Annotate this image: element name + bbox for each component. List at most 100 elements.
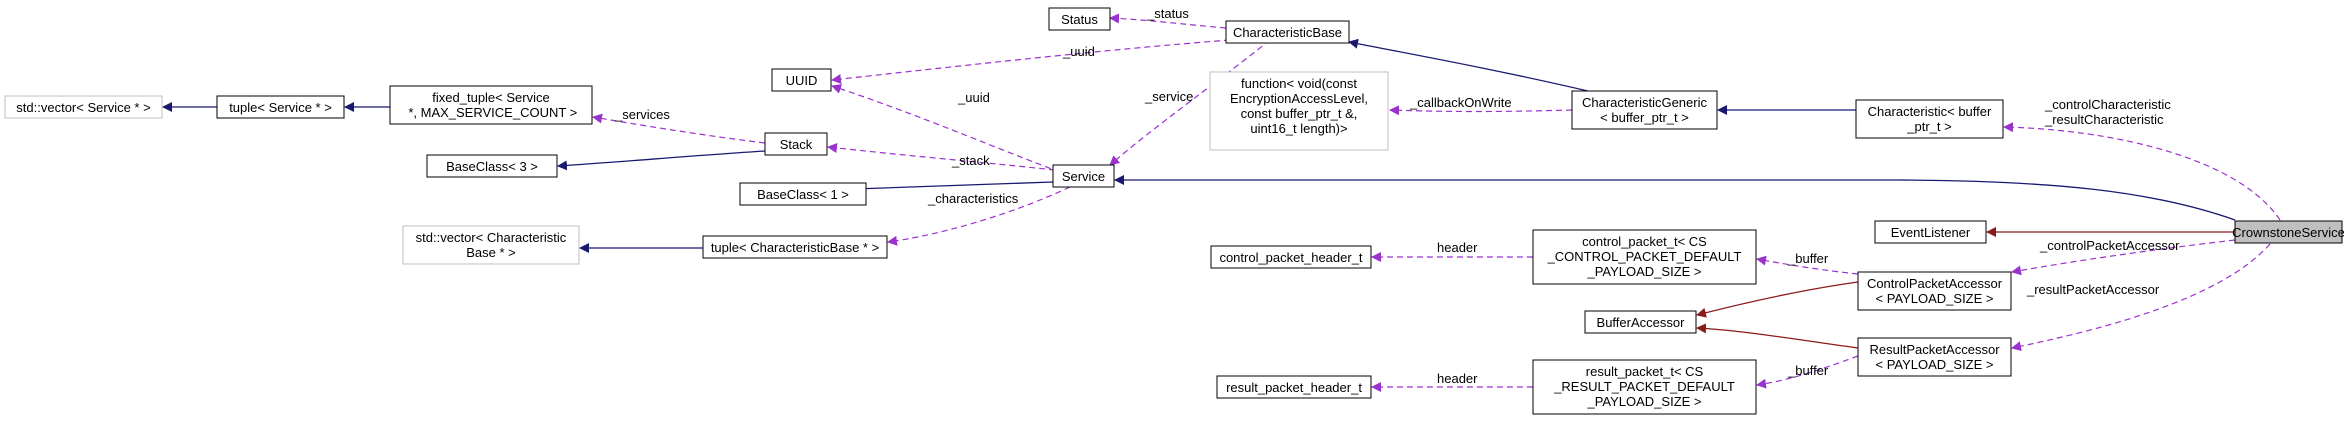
node-result-packet[interactable]: result_packet_t< CS_RESULT_PACKET_DEFAUL… (1532, 359, 1757, 415)
label-line: _CONTROL_PACKET_DEFAULT (1547, 249, 1742, 264)
label-line: _ptr_t > (1906, 119, 1951, 134)
label-line: EventListener (1891, 225, 1971, 240)
svg-text:control_packet_t< CS_CONTROL_P: control_packet_t< CS_CONTROL_PACKET_DEFA… (1547, 234, 1742, 279)
edge-label-stack: _stack (951, 153, 990, 168)
edge-label-uuid-base: _uuid (1062, 44, 1095, 59)
node-tuple-service[interactable]: tuple< Service * > (216, 95, 345, 119)
svg-text:Characteristic< buffer_ptr_t >: Characteristic< buffer_ptr_t > (1868, 104, 1992, 134)
node-result-packet-accessor[interactable]: ResultPacketAccessor< PAYLOAD_SIZE > (1857, 337, 2012, 377)
edge-label-services: _services (614, 107, 670, 122)
edges-inheritance (162, 38, 2236, 253)
svg-text:ControlPacketAccessor< PAYLOAD: ControlPacketAccessor< PAYLOAD_SIZE > (1867, 276, 2003, 306)
label-line: result_packet_t< CS (1586, 364, 1704, 379)
edge-label-result-accessor: _resultPacketAccessor (2026, 282, 2160, 297)
label-line: Stack (780, 137, 813, 152)
node-event-listener[interactable]: EventListener (1874, 220, 1987, 244)
edge-base-to-uuid (831, 39, 1231, 84)
label-line: _uuid (1062, 44, 1095, 59)
label-line: Base * > (466, 245, 516, 260)
label-line: BaseClass< 1 > (757, 187, 849, 202)
svg-text:UUID: UUID (786, 73, 818, 88)
svg-text:CharacteristicBase: CharacteristicBase (1233, 25, 1342, 40)
node-uuid[interactable]: UUID (771, 68, 832, 92)
label-line: ControlPacketAccessor (1867, 276, 2003, 291)
label-line: _services (614, 107, 670, 122)
svg-text:control_packet_header_t: control_packet_header_t (1219, 250, 1362, 265)
label-line: header (1437, 240, 1478, 255)
label-line: _stack (951, 153, 990, 168)
edge-label-result-header: header (1437, 371, 1478, 386)
edge-stack-to-fixed-tuple (592, 113, 766, 144)
node-service[interactable]: Service (1052, 164, 1115, 188)
label-line: uint16_t length)> (1250, 121, 1347, 136)
node-baseclass3[interactable]: BaseClass< 3 > (426, 154, 558, 178)
edge-crownstone-to-control-accessor (2011, 239, 2236, 276)
label-line: < PAYLOAD_SIZE > (1875, 291, 1993, 306)
label-line: BufferAccessor (1597, 315, 1686, 330)
label-line: BaseClass< 3 > (446, 159, 538, 174)
node-control-packet[interactable]: control_packet_t< CS_CONTROL_PACKET_DEFA… (1532, 229, 1757, 285)
svg-text:Status: Status (1061, 12, 1098, 27)
edges-public-inheritance (1696, 227, 2235, 349)
label-line: _resultPacketAccessor (2026, 282, 2160, 297)
node-control-packet-accessor[interactable]: ControlPacketAccessor< PAYLOAD_SIZE > (1857, 271, 2012, 311)
label-line: header (1437, 371, 1478, 386)
svg-text:ResultPacketAccessor< PAYLOAD_: ResultPacketAccessor< PAYLOAD_SIZE > (1869, 342, 2000, 372)
label-line: std::vector< Characteristic (416, 230, 567, 245)
label-line: _service (1144, 89, 1193, 104)
edge-labels: _status _uuid _uuid _service _callbackOn… (614, 6, 2180, 386)
edge-label-status: _status (1146, 6, 1189, 21)
label-line: _controlPacketAccessor (2039, 238, 2180, 253)
svg-text:tuple< Service * >: tuple< Service * > (229, 100, 332, 115)
edge-label-service-base: _service (1144, 89, 1193, 104)
node-vector-service[interactable]: std::vector< Service * > (4, 95, 163, 119)
edge-crownstone-to-result-accessor (2011, 243, 2271, 352)
edge-label-control-header: header (1437, 240, 1478, 255)
node-fixed-tuple[interactable]: fixed_tuple< Service *, MAX_SERVICE_COUN… (389, 85, 593, 125)
svg-text:result_packet_t< CS_RESULT_PAC: result_packet_t< CS_RESULT_PACKET_DEFAUL… (1553, 364, 1735, 409)
node-characteristic-base[interactable]: CharacteristicBase (1225, 20, 1350, 44)
node-result-packet-header[interactable]: result_packet_header_t (1216, 375, 1372, 399)
node-baseclass1[interactable]: BaseClass< 1 > (739, 182, 867, 206)
label-line: _buffer (1787, 251, 1829, 266)
svg-text:BufferAccessor: BufferAccessor (1597, 315, 1686, 330)
node-buffer-accessor[interactable]: BufferAccessor (1584, 310, 1697, 334)
label-line: const buffer_ptr_t &, (1241, 106, 1358, 121)
svg-text:BaseClass< 1 >: BaseClass< 1 > (757, 187, 849, 202)
label-line: CrownstoneService (2232, 225, 2344, 240)
node-tuple-characteristic[interactable]: tuple< CharacteristicBase * > (702, 235, 888, 259)
edge-service-to-uuid (831, 84, 1061, 173)
svg-text:Service: Service (1062, 169, 1105, 184)
edges-usage (592, 13, 2281, 392)
label-line: < buffer_ptr_t > (1600, 110, 1689, 125)
node-characteristic-buffer[interactable]: Characteristic< buffer_ptr_t > (1855, 99, 2004, 139)
node-characteristic-generic[interactable]: CharacteristicGeneric< buffer_ptr_t > (1571, 90, 1718, 130)
edge-control-accessor-to-buffer-accessor (1696, 281, 1859, 318)
edge-label-control-result-char: _controlCharacteristic_resultCharacteris… (2044, 97, 2171, 127)
label-line: _status (1146, 6, 1189, 21)
edge-crownstone-to-characteristic (2003, 122, 2281, 221)
svg-text:fixed_tuple< Service *, MAX_SE: fixed_tuple< Service *, MAX_SERVICE_COUN… (405, 90, 578, 120)
svg-text:EventListener: EventListener (1891, 225, 1971, 240)
label-line: < PAYLOAD_SIZE > (1875, 357, 1993, 372)
node-crownstone-service[interactable]: CrownstoneService (2232, 220, 2344, 244)
edge-label-uuid-service: _uuid (957, 90, 990, 105)
label-line: function< void(const (1241, 76, 1357, 91)
node-stack[interactable]: Stack (764, 132, 828, 156)
svg-text:CrownstoneService: CrownstoneService (2232, 225, 2344, 240)
edge-label-characteristics: _characteristics (927, 191, 1019, 206)
label-line: _callbackOnWrite (1409, 95, 1512, 110)
label-line: control_packet_header_t (1219, 250, 1362, 265)
node-control-packet-header[interactable]: control_packet_header_t (1210, 245, 1372, 269)
edge-label-control-buffer: _buffer (1787, 251, 1829, 266)
label-line: _uuid (957, 90, 990, 105)
label-line: CharacteristicGeneric (1582, 95, 1707, 110)
svg-text:std::vector< CharacteristicBas: std::vector< CharacteristicBase * > (416, 230, 567, 260)
edge-service-to-stack (827, 143, 1056, 171)
label-line: tuple< CharacteristicBase * > (711, 240, 879, 255)
edge-stack-to-baseclass3 (557, 150, 766, 171)
node-status[interactable]: Status (1048, 7, 1111, 31)
